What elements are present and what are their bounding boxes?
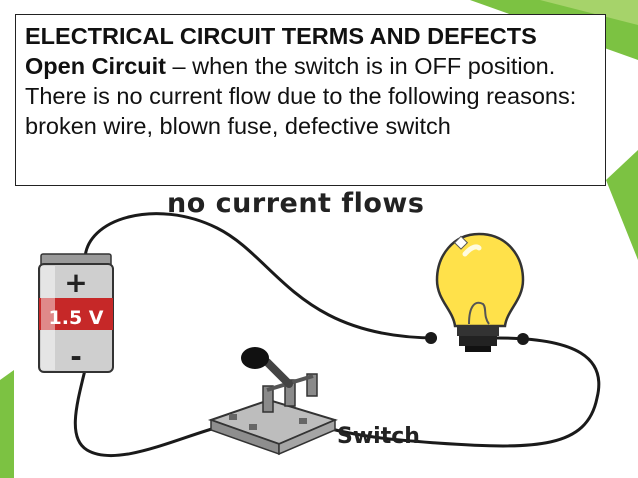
wire-joint-right — [517, 333, 529, 345]
diagram-caption: no current flows — [167, 188, 425, 219]
switch-label: Switch — [337, 424, 420, 449]
top-right-accent-light — [540, 0, 638, 25]
wire-joint-left — [425, 332, 437, 344]
right-accent — [606, 150, 638, 260]
left-accent — [0, 370, 14, 478]
light-bulb-icon — [435, 232, 525, 352]
knife-switch — [207, 347, 338, 456]
term-open-circuit: Open Circuit — [25, 53, 167, 79]
switch-handle — [241, 347, 269, 369]
battery: + - — [38, 253, 114, 373]
minus-icon: - — [70, 340, 82, 373]
wire-battery-to-bulb — [83, 212, 438, 340]
battery-voltage-label: 1.5 V — [48, 307, 104, 329]
battery-label-band — [39, 298, 113, 330]
plus-icon: + — [64, 266, 87, 299]
definition-box: ELECTRICAL CIRCUIT TERMS AND DEFECTS Ope… — [15, 14, 606, 186]
slide-heading: ELECTRICAL CIRCUIT TERMS AND DEFECTS — [25, 23, 537, 49]
wire-bulb-right — [326, 336, 601, 448]
wire-battery-to-switch — [73, 369, 223, 458]
term-definition: – when the switch is in OFF position. Th… — [25, 53, 577, 139]
open-circuit-diagram: + - — [17, 188, 606, 474]
